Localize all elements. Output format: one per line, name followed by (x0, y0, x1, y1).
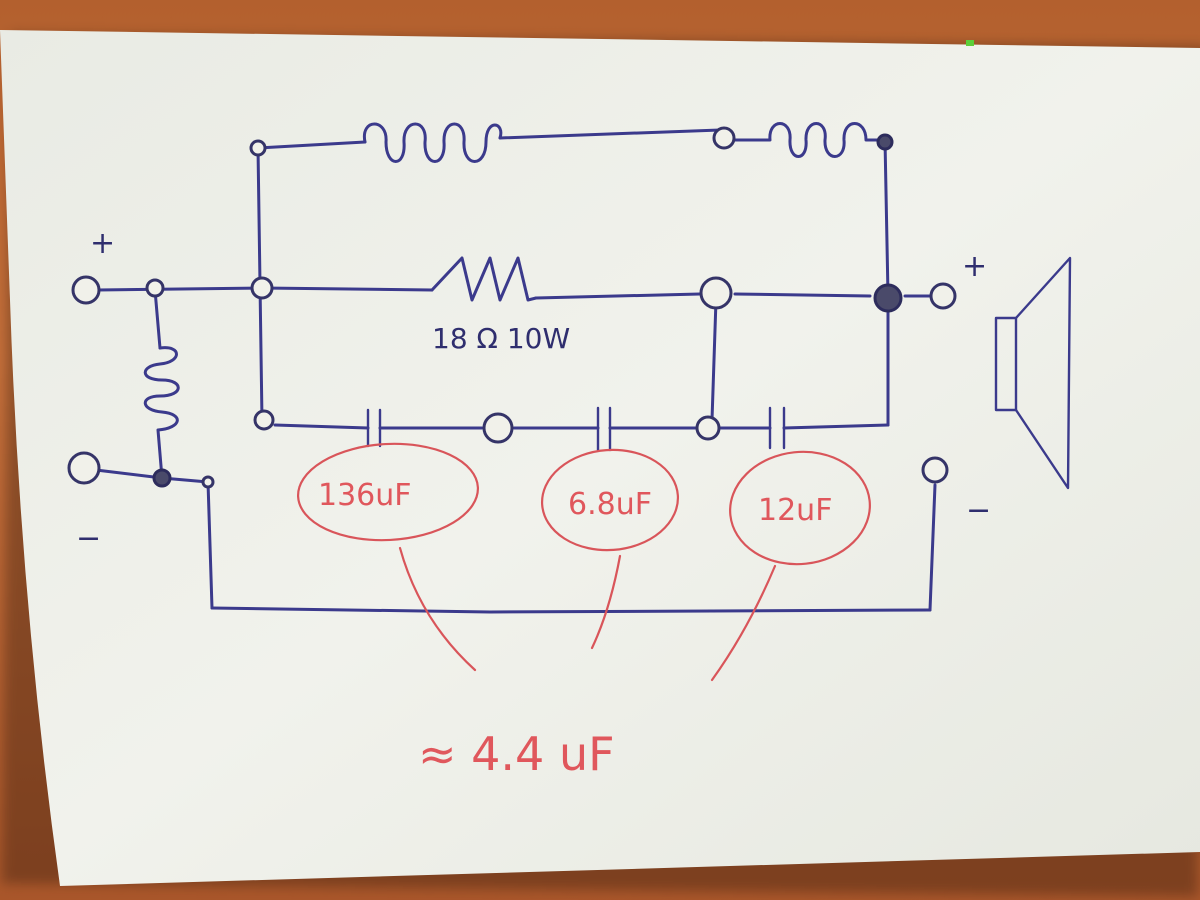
node (873, 283, 903, 313)
node (695, 415, 721, 441)
resistor-label: 18 Ω 10W (432, 322, 570, 355)
node (201, 475, 215, 489)
input-minus-label: − (76, 521, 101, 556)
wire (260, 286, 434, 292)
paper-sheet (0, 30, 1200, 886)
wire (206, 480, 214, 610)
output-minus-terminal (921, 456, 949, 484)
top-branch (256, 122, 890, 297)
wire (782, 423, 890, 430)
connector-line (590, 554, 622, 650)
speaker-magnet (994, 316, 1018, 412)
node (249, 139, 267, 157)
node (482, 412, 514, 444)
node (145, 278, 165, 298)
input-plus-label: + (90, 226, 115, 261)
wire (733, 292, 872, 298)
speaker-icon (994, 256, 1072, 490)
cap3-circle (729, 450, 871, 566)
node (699, 276, 733, 310)
speaker-cone (1014, 256, 1072, 490)
input-minus-terminal (67, 451, 101, 485)
node (250, 276, 274, 300)
wire (928, 483, 937, 612)
wire (498, 128, 722, 140)
node (712, 126, 736, 150)
wire (534, 292, 702, 300)
equivalent-capacitance: ≈ 4.4 uF (418, 727, 615, 781)
output-minus-label: − (966, 493, 991, 528)
cap2-circle (540, 448, 680, 552)
wire (153, 288, 162, 350)
output-plus-terminal (929, 282, 957, 310)
node (253, 409, 275, 431)
coil-top-right (733, 122, 887, 158)
mid-vertical (710, 298, 718, 422)
node (152, 468, 172, 488)
wire (883, 138, 890, 297)
capacitor-chain (273, 406, 890, 452)
coil-top-left (362, 122, 503, 163)
return-wire (94, 468, 164, 480)
ground-return (210, 606, 932, 614)
cap3-label: 12uF (758, 493, 832, 528)
node (876, 133, 894, 151)
connector-line (710, 564, 777, 682)
cap2-label: 6.8uF (568, 487, 652, 522)
coil-shunt (143, 346, 180, 480)
cap1-label: 136uF (318, 478, 412, 513)
wire (273, 423, 370, 430)
resistor (430, 256, 538, 302)
nodes (145, 126, 903, 489)
middle-branch (96, 256, 932, 302)
output-plus-label: + (962, 249, 987, 284)
connector-line (398, 546, 477, 672)
red-annotations: 136uF 6.8uF 12uF ≈ 4.4 uF (296, 442, 871, 781)
wire (256, 140, 367, 150)
cap1-circle (296, 442, 480, 542)
shunt-branch (94, 288, 937, 614)
green-marker-dot (966, 40, 974, 46)
input-wire (96, 286, 264, 292)
input-plus-terminal (71, 275, 101, 305)
